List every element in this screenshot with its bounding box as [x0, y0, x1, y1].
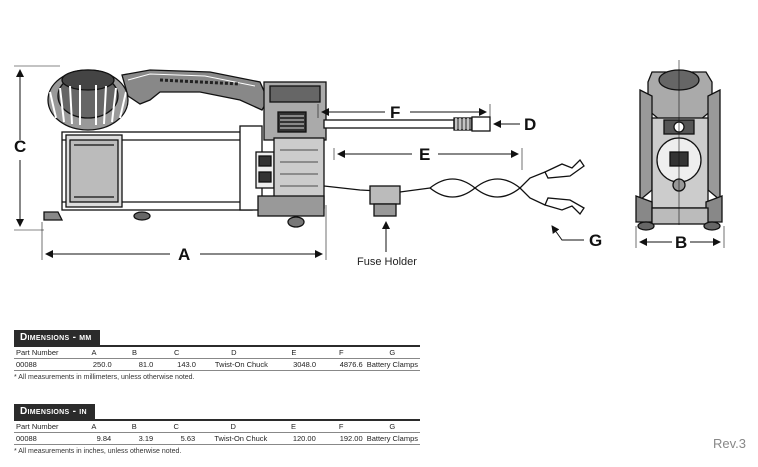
cell-g: Battery Clamps	[364, 432, 420, 445]
compressor-side-view	[43, 69, 585, 228]
dim-label-e: E	[419, 145, 430, 164]
dimensions-table-in: Dimensions - in Part Number A B C D E F …	[14, 401, 420, 455]
cell-d: Twist-On Chuck	[197, 432, 270, 445]
table-header-mm: Dimensions - mm	[14, 330, 100, 345]
cell-a: 9.84	[74, 432, 114, 445]
cell-a: 250.0	[74, 358, 114, 371]
col-g: G	[364, 421, 420, 433]
cell-b: 3.19	[113, 432, 156, 445]
col-b: B	[113, 421, 156, 433]
col-f: F	[317, 421, 365, 433]
dim-label-b: B	[675, 233, 687, 252]
table-rule	[14, 345, 420, 347]
col-c: C	[155, 421, 198, 433]
dimensions-table-mm: Dimensions - mm Part Number A B C D E F …	[14, 327, 420, 381]
dim-label-a: A	[178, 245, 190, 264]
col-d: D	[197, 421, 270, 433]
col-b: B	[113, 347, 156, 359]
table-header-row: Part Number A B C D E F G	[14, 421, 420, 433]
table-note-mm: * All measurements in millimeters, unles…	[14, 374, 195, 381]
table-in: Part Number A B C D E F G 00088 9.84 3.1…	[14, 421, 420, 445]
col-f: F	[318, 347, 365, 359]
fuse-holder-label: Fuse Holder	[357, 256, 417, 268]
dim-label-g: G	[589, 231, 602, 250]
cell-e: 3048.0	[269, 358, 319, 371]
table-row: 00088 9.84 3.19 5.63 Twist-On Chuck 120.…	[14, 432, 420, 445]
col-e: E	[269, 421, 318, 433]
dimension-lines	[14, 65, 725, 260]
revision-label: Rev.3	[713, 436, 746, 451]
cell-f: 192.00	[317, 432, 365, 445]
table-row: 00088 250.0 81.0 143.0 Twist-On Chuck 30…	[14, 358, 420, 371]
col-part-number: Part Number	[14, 347, 75, 359]
table-note-in: * All measurements in inches, unless oth…	[14, 448, 182, 455]
cell-part-number: 00088	[14, 358, 75, 371]
cell-part-number: 00088	[14, 432, 75, 445]
col-part-number: Part Number	[14, 421, 75, 433]
table-rule	[14, 419, 420, 421]
dim-label-c: C	[14, 137, 26, 156]
col-a: A	[74, 421, 114, 433]
table-mm: Part Number A B C D E F G 00088 250.0 81…	[14, 347, 420, 371]
dim-label-d: D	[524, 115, 536, 134]
col-d: D	[197, 347, 270, 359]
cell-b: 81.0	[113, 358, 156, 371]
dim-label-f: F	[390, 103, 400, 122]
col-e: E	[269, 347, 319, 359]
cell-f: 4876.6	[318, 358, 365, 371]
cell-g: Battery Clamps	[364, 358, 420, 371]
table-header-row: Part Number A B C D E F G	[14, 347, 420, 359]
compressor-technical-drawing: C A F D E G B Fuse Holder	[14, 60, 725, 268]
col-a: A	[74, 347, 114, 359]
col-c: C	[155, 347, 198, 359]
cell-e: 120.00	[269, 432, 318, 445]
col-g: G	[364, 347, 420, 359]
table-header-in: Dimensions - in	[14, 404, 95, 419]
cell-d: Twist-On Chuck	[197, 358, 270, 371]
cell-c: 5.63	[155, 432, 198, 445]
compressor-front-view	[635, 60, 723, 231]
cell-c: 143.0	[155, 358, 198, 371]
